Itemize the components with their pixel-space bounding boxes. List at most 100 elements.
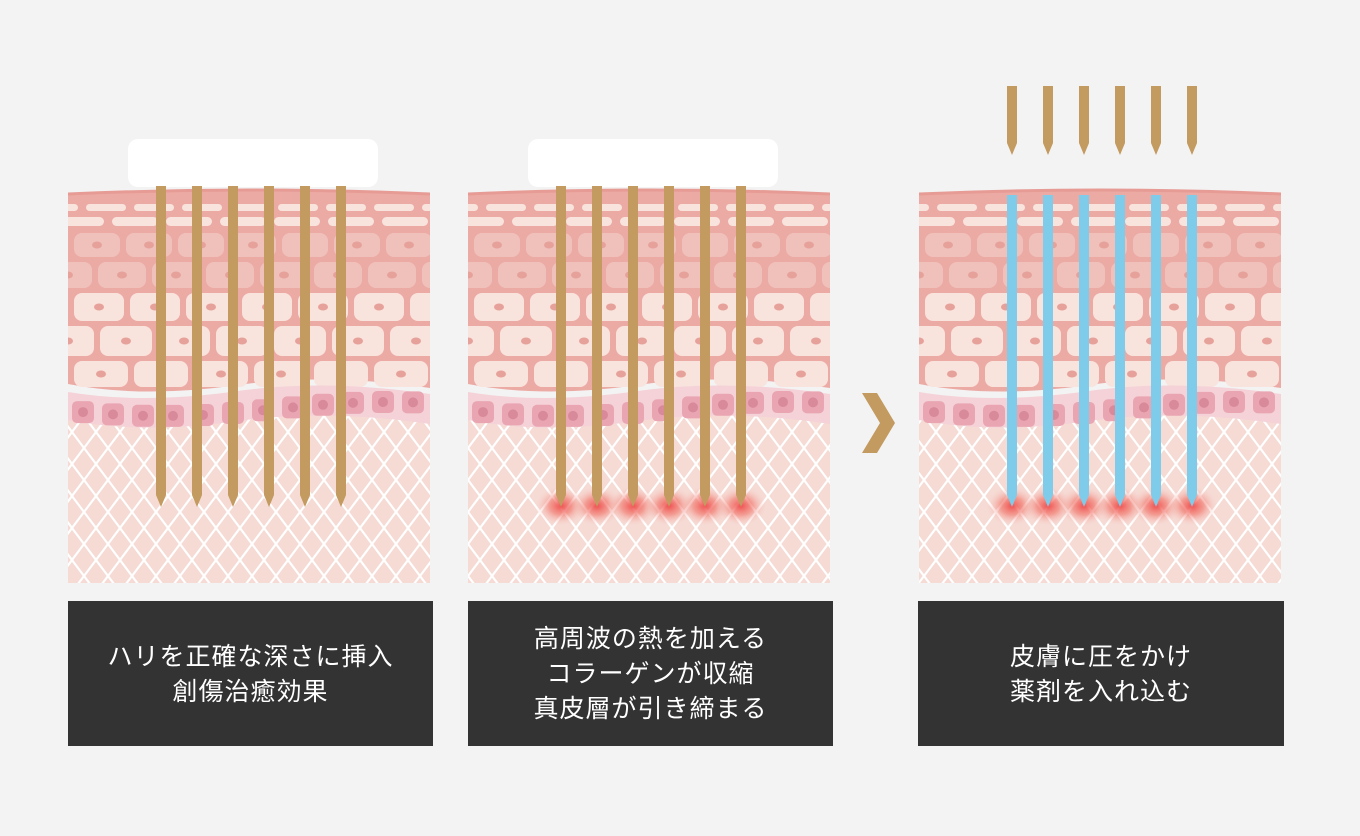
skin-cell bbox=[866, 293, 916, 321]
skin-cell bbox=[1233, 217, 1279, 226]
cell-nucleus bbox=[886, 304, 896, 311]
skin-cell bbox=[822, 262, 830, 288]
cell-nucleus bbox=[438, 304, 448, 311]
caption-line: ハリを正確な深さに挿入 bbox=[107, 641, 394, 671]
cell-nucleus bbox=[968, 271, 978, 279]
needle bbox=[1115, 86, 1125, 155]
skin-cell bbox=[422, 204, 430, 211]
cell-nucleus bbox=[517, 271, 527, 279]
cell-nucleus bbox=[206, 303, 216, 311]
cell-nucleus bbox=[468, 337, 473, 345]
skin-cell bbox=[774, 204, 814, 211]
skin-cell bbox=[166, 217, 212, 226]
cell-nucleus bbox=[248, 241, 258, 249]
cell-nucleus bbox=[478, 407, 488, 418]
cell-nucleus bbox=[441, 272, 451, 279]
cell-nucleus bbox=[179, 337, 189, 345]
needle bbox=[228, 186, 238, 507]
skin-cell bbox=[328, 217, 374, 226]
skin-cell bbox=[869, 293, 919, 321]
cell-nucleus bbox=[1225, 303, 1235, 311]
skin-cell bbox=[1225, 204, 1265, 211]
cell-nucleus bbox=[117, 271, 127, 279]
cell-nucleus bbox=[830, 304, 840, 311]
caption-line: 創傷治癒効果 bbox=[172, 676, 329, 706]
skin-cell bbox=[1241, 326, 1281, 356]
dermis-layer bbox=[68, 400, 430, 583]
cell-nucleus bbox=[468, 271, 473, 279]
needle bbox=[664, 186, 674, 507]
skin-cell bbox=[468, 326, 494, 356]
caption-line: コラーゲンが収縮 bbox=[546, 659, 755, 688]
cell-nucleus bbox=[494, 303, 504, 311]
skin-cell bbox=[486, 204, 526, 211]
cell-nucleus bbox=[796, 370, 806, 378]
cell-nucleus bbox=[808, 397, 818, 408]
cell-nucleus bbox=[1289, 399, 1299, 409]
skin-cell bbox=[134, 204, 174, 211]
skin-cell bbox=[985, 204, 1025, 211]
caption-line: 皮膚に圧をかけ bbox=[1009, 641, 1192, 671]
cell-nucleus bbox=[168, 410, 178, 421]
cell-nucleus bbox=[456, 371, 466, 378]
cell-nucleus bbox=[1088, 337, 1098, 345]
cell-nucleus bbox=[68, 271, 73, 279]
cell-nucleus bbox=[374, 303, 384, 311]
cell-nucleus bbox=[279, 271, 289, 279]
device-handpiece bbox=[128, 139, 378, 187]
needle bbox=[1007, 195, 1017, 507]
skin-cell bbox=[919, 204, 929, 211]
skin-cell bbox=[18, 293, 68, 321]
cell-nucleus bbox=[1255, 241, 1265, 249]
cell-nucleus bbox=[1262, 337, 1272, 345]
needle bbox=[628, 186, 638, 507]
skin-cell bbox=[620, 217, 666, 226]
skin-cell bbox=[876, 262, 924, 288]
cell-nucleus bbox=[1307, 371, 1317, 378]
cell-nucleus bbox=[959, 409, 969, 420]
needle bbox=[1187, 86, 1197, 155]
cell-nucleus bbox=[438, 399, 448, 409]
needle bbox=[1115, 195, 1125, 507]
cell-nucleus bbox=[1203, 241, 1213, 249]
cell-nucleus bbox=[841, 272, 851, 279]
skin-cell bbox=[422, 262, 430, 288]
cell-nucleus bbox=[1169, 399, 1179, 410]
cell-nucleus bbox=[430, 304, 440, 311]
skin-cell bbox=[468, 217, 504, 226]
cell-nucleus bbox=[237, 337, 247, 345]
cell-nucleus bbox=[38, 304, 48, 311]
cell-nucleus bbox=[943, 241, 953, 249]
skin-cell bbox=[68, 326, 94, 356]
skin-cell bbox=[790, 326, 830, 356]
cell-nucleus bbox=[838, 399, 848, 409]
skin-cell bbox=[1273, 204, 1281, 211]
skin-cell bbox=[566, 217, 612, 226]
cell-nucleus bbox=[408, 397, 418, 408]
skin-cell bbox=[68, 217, 104, 226]
skin-cell bbox=[834, 361, 888, 387]
step-arrow bbox=[862, 393, 895, 453]
caption-line: 薬剤を入れ込む bbox=[1009, 676, 1192, 706]
needle bbox=[300, 186, 310, 507]
skin-cell bbox=[674, 217, 720, 226]
cell-nucleus bbox=[1337, 304, 1347, 311]
cell-nucleus bbox=[804, 241, 814, 249]
cell-nucleus bbox=[945, 303, 955, 311]
cell-nucleus bbox=[94, 303, 104, 311]
panel-insert bbox=[18, 139, 466, 583]
cell-nucleus bbox=[811, 337, 821, 345]
cell-nucleus bbox=[144, 241, 154, 249]
cell-nucleus bbox=[778, 397, 788, 408]
cell-nucleus bbox=[688, 402, 698, 413]
skin-cell bbox=[468, 262, 492, 288]
cell-nucleus bbox=[538, 410, 548, 421]
cell-nucleus bbox=[318, 303, 328, 311]
needle bbox=[556, 186, 566, 507]
basal-cell bbox=[432, 393, 454, 415]
chevron-right-icon bbox=[862, 393, 895, 453]
skin-cell bbox=[919, 262, 943, 288]
device-handpiece bbox=[528, 139, 778, 187]
needle bbox=[736, 186, 746, 507]
cell-nucleus bbox=[40, 242, 50, 249]
